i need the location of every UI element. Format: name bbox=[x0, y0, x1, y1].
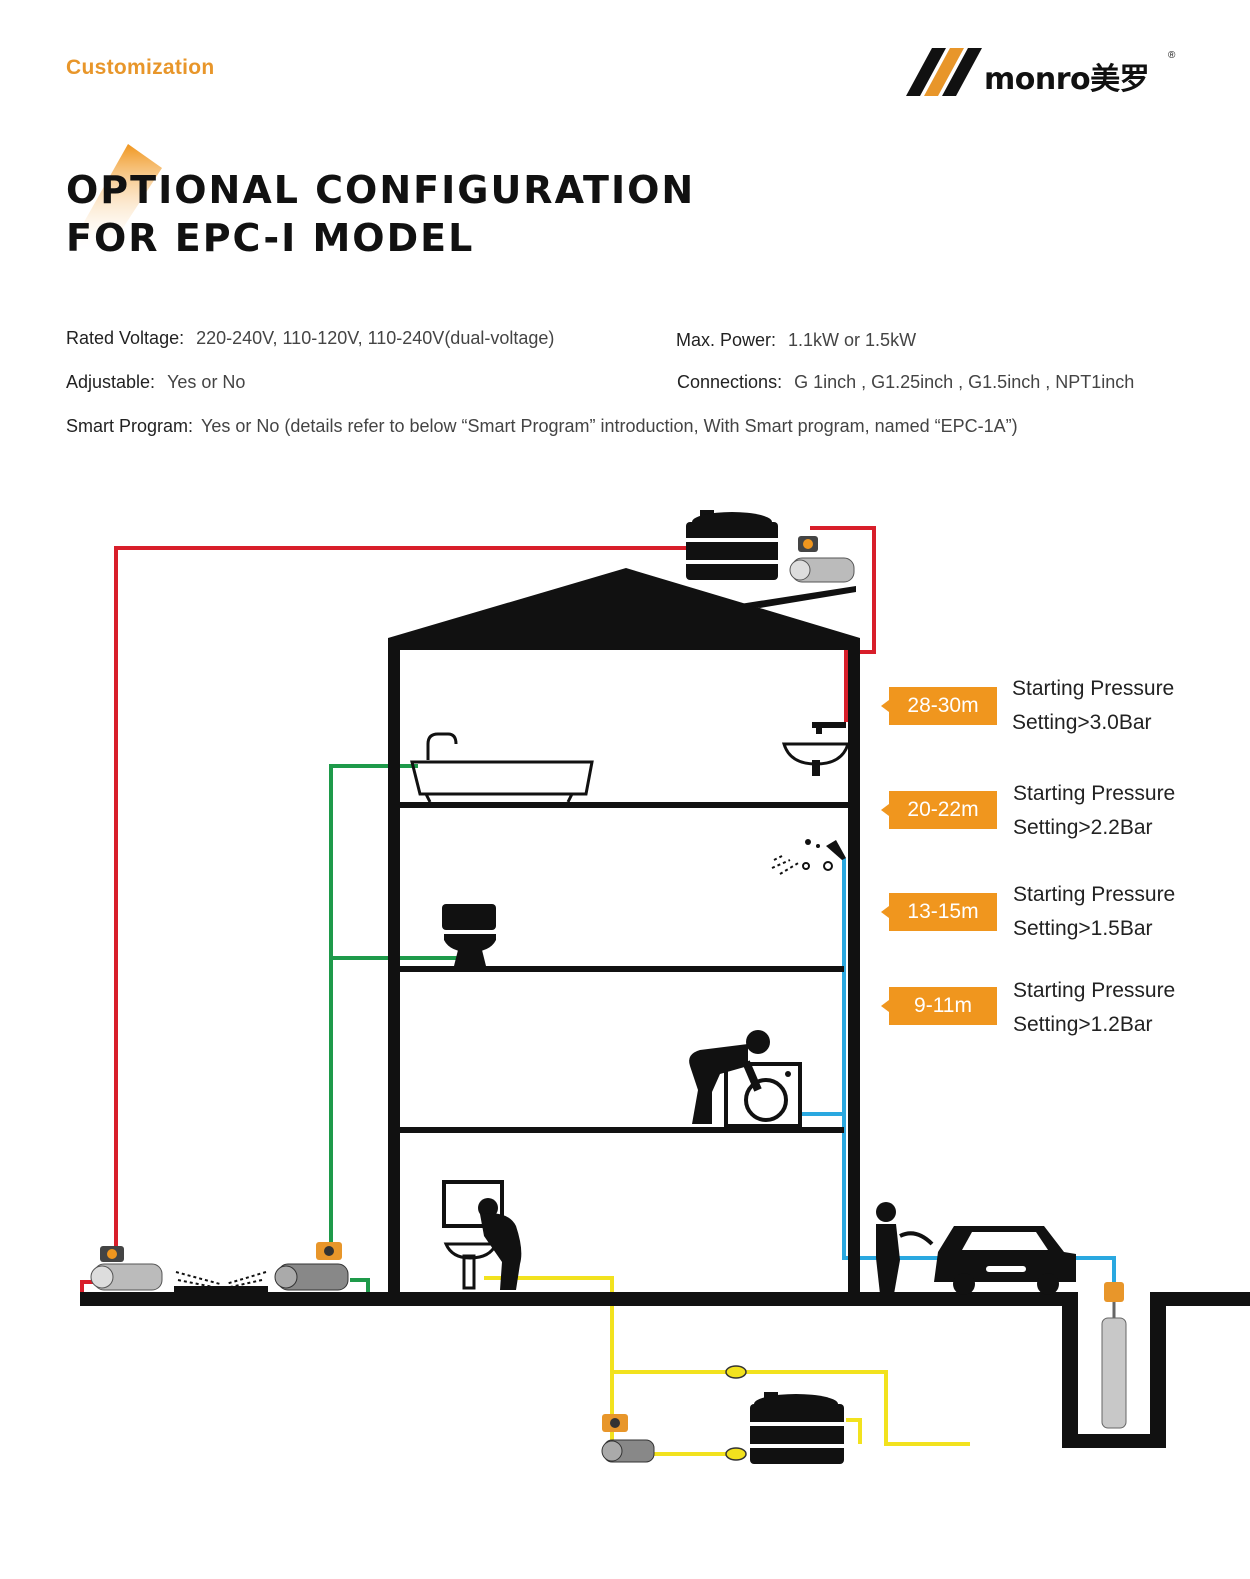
spec-connections: Connections: G 1inch , G1.25inch , G1.5in… bbox=[677, 372, 1134, 393]
spec-value: Yes or No (details refer to below “Smart… bbox=[201, 416, 1018, 436]
page-title: OPTIONAL CONFIGURATION FOR EPC-I MODEL bbox=[66, 166, 695, 262]
shower-icon bbox=[771, 839, 846, 875]
spec-smart-program: Smart Program: Yes or No (details refer t… bbox=[66, 416, 1018, 437]
pressure-line-1: Starting Pressure bbox=[1013, 883, 1176, 906]
bathtub-icon bbox=[410, 732, 594, 803]
spec-adjustable: Adjustable: Yes or No bbox=[66, 372, 245, 393]
pump-icon bbox=[90, 1246, 163, 1291]
installation-diagram: 28-30m Starting Pressure Setting>3.0Bar … bbox=[0, 480, 1250, 1574]
person-washing-icon bbox=[442, 1180, 522, 1290]
building-structure bbox=[388, 568, 860, 1298]
spec-rated-voltage: Rated Voltage: 220-240V, 110-120V, 110-24… bbox=[66, 328, 554, 349]
logo-mark-icon bbox=[906, 48, 982, 96]
spec-value: Yes or No bbox=[167, 372, 246, 392]
pressure-line-2: Setting>1.2Bar bbox=[1013, 1013, 1153, 1036]
red-pipe bbox=[80, 526, 876, 1292]
title-accent-icon bbox=[66, 144, 162, 254]
building-plumbing-illustration bbox=[80, 510, 1250, 1464]
title-line-2: FOR EPC-I MODEL bbox=[66, 216, 475, 260]
pressure-setting-label: Starting Pressure Setting>3.0Bar bbox=[1012, 672, 1174, 740]
pressure-line-1: Starting Pressure bbox=[1012, 677, 1175, 700]
toilet-icon bbox=[442, 904, 496, 966]
pressure-line-1: Starting Pressure bbox=[1013, 782, 1176, 805]
spec-max-power: Max. Power: 1.1kW or 1.5kW bbox=[676, 330, 916, 351]
spec-label: Adjustable: bbox=[66, 372, 156, 392]
car-wash-icon bbox=[876, 1202, 1076, 1295]
valve-icon bbox=[725, 1365, 747, 1461]
spec-label: Connections: bbox=[677, 372, 783, 392]
pressure-setting-label: Starting Pressure Setting>2.2Bar bbox=[1013, 777, 1175, 845]
submersible-pump-icon bbox=[1101, 1282, 1127, 1429]
pressure-line-2: Setting>1.5Bar bbox=[1013, 917, 1153, 940]
pump-icon bbox=[789, 536, 855, 583]
height-badge: 28-30m bbox=[881, 687, 997, 725]
pump-icon bbox=[274, 1242, 349, 1291]
pump-icon bbox=[601, 1414, 655, 1463]
title-line-1: OPTIONAL CONFIGURATION bbox=[66, 168, 696, 212]
brand-name: monro美罗 bbox=[984, 62, 1150, 97]
height-badge: 9-11m bbox=[881, 987, 997, 1025]
height-badge: 20-22m bbox=[881, 791, 997, 829]
pressure-line-2: Setting>3.0Bar bbox=[1012, 711, 1152, 734]
pressure-setting-label: Starting Pressure Setting>1.2Bar bbox=[1013, 974, 1175, 1042]
registered-mark: ® bbox=[1168, 50, 1176, 61]
section-label: Customization bbox=[66, 56, 215, 79]
yellow-pipe bbox=[484, 1276, 970, 1456]
pressure-line-1: Starting Pressure bbox=[1013, 979, 1176, 1002]
sprinkler-icon bbox=[174, 1271, 268, 1292]
spec-value: 220-240V, 110-120V, 110-240V(dual-voltag… bbox=[196, 328, 555, 348]
ground-line bbox=[80, 1292, 1250, 1448]
pressure-setting-label: Starting Pressure Setting>1.5Bar bbox=[1013, 878, 1175, 946]
washing-machine-person-icon bbox=[689, 1030, 802, 1128]
washbasin-icon bbox=[781, 722, 851, 776]
spec-label: Smart Program: bbox=[66, 416, 194, 436]
brand-logo: monro美罗 ® bbox=[902, 40, 1192, 102]
spec-value: G 1inch , G1.25inch , G1.5inch , NPT1inc… bbox=[794, 372, 1135, 392]
water-tank-icon bbox=[682, 510, 782, 580]
spec-value: 1.1kW or 1.5kW bbox=[788, 330, 917, 350]
height-badge: 13-15m bbox=[881, 893, 997, 931]
pressure-line-2: Setting>2.2Bar bbox=[1013, 816, 1153, 839]
water-tank-icon bbox=[746, 1392, 848, 1464]
spec-label: Max. Power: bbox=[676, 330, 777, 350]
spec-label: Rated Voltage: bbox=[66, 328, 185, 348]
